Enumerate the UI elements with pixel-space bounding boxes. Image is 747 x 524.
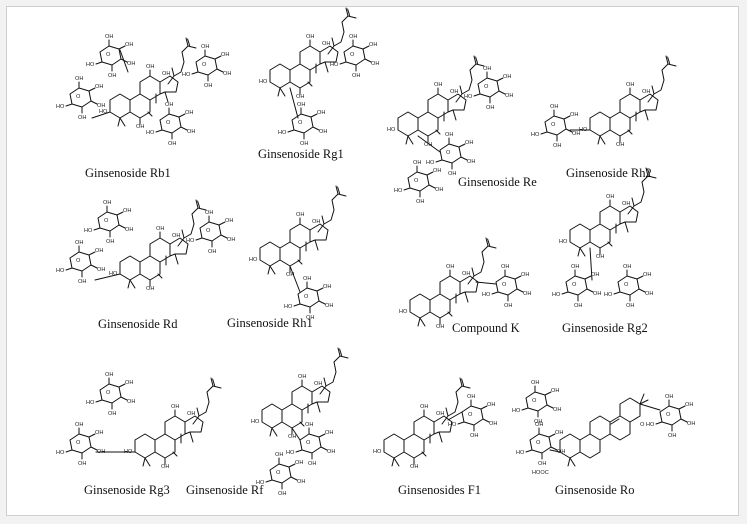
label-rd: Ginsenoside Rd bbox=[98, 317, 178, 331]
structure-rg2 bbox=[551, 167, 657, 310]
figure-frame bbox=[6, 6, 739, 516]
label-rf: Ginsenoside Rf bbox=[186, 483, 264, 497]
structure-rh1 bbox=[248, 185, 347, 322]
structure-rf bbox=[250, 347, 349, 498]
label-rg2: Ginsenoside Rg2 bbox=[562, 321, 648, 335]
structure-rb1 bbox=[55, 33, 232, 148]
structure-ck bbox=[398, 237, 532, 331]
label-rg3: Ginsenoside Rg3 bbox=[84, 483, 170, 497]
structure-rd bbox=[55, 199, 236, 293]
label-re: Ginsenoside Re bbox=[458, 175, 537, 189]
structure-re bbox=[386, 55, 514, 206]
svg-text:O: O bbox=[640, 422, 645, 428]
label-f1: Ginsenosides F1 bbox=[398, 483, 481, 497]
label-rh2: Ginsenoside Rh2 bbox=[566, 166, 652, 180]
label-ck: Compound K bbox=[452, 321, 520, 335]
structure-rg1 bbox=[258, 7, 380, 148]
structure-ro: HOOC O bbox=[511, 379, 696, 476]
label-ro: Ginsenoside Ro bbox=[555, 483, 635, 497]
structure-rg3 bbox=[55, 371, 222, 471]
label-rh1: Ginsenoside Rh1 bbox=[227, 316, 313, 330]
label-rb1: Ginsenoside Rb1 bbox=[85, 166, 171, 180]
structure-f1 bbox=[372, 377, 498, 471]
structure-rh2 bbox=[530, 55, 677, 150]
label-rg1: Ginsenoside Rg1 bbox=[258, 147, 344, 161]
svg-text:HOOC: HOOC bbox=[532, 470, 549, 476]
